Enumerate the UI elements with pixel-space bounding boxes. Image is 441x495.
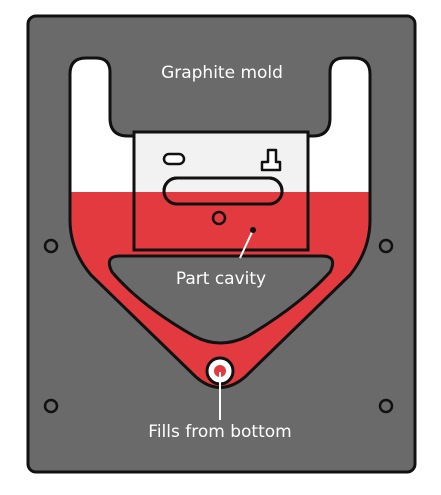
mount-hole-top-right <box>378 238 394 254</box>
fill-label: Fills from bottom <box>148 422 291 442</box>
slot-right <box>260 148 282 172</box>
pin-hole <box>211 210 227 226</box>
cavity-label: Part cavity <box>176 269 266 289</box>
part-cavity-insert <box>132 130 310 252</box>
slot-left <box>162 152 186 166</box>
mount-hole-bottom-right <box>378 398 394 414</box>
mount-hole-bottom-left <box>43 398 59 414</box>
sprue-inlet <box>205 356 235 386</box>
mount-hole-top-left <box>43 238 59 254</box>
cavity-leader-dot <box>250 227 256 233</box>
cavity-leader <box>239 229 254 259</box>
mold-label: Graphite mold <box>161 63 283 83</box>
